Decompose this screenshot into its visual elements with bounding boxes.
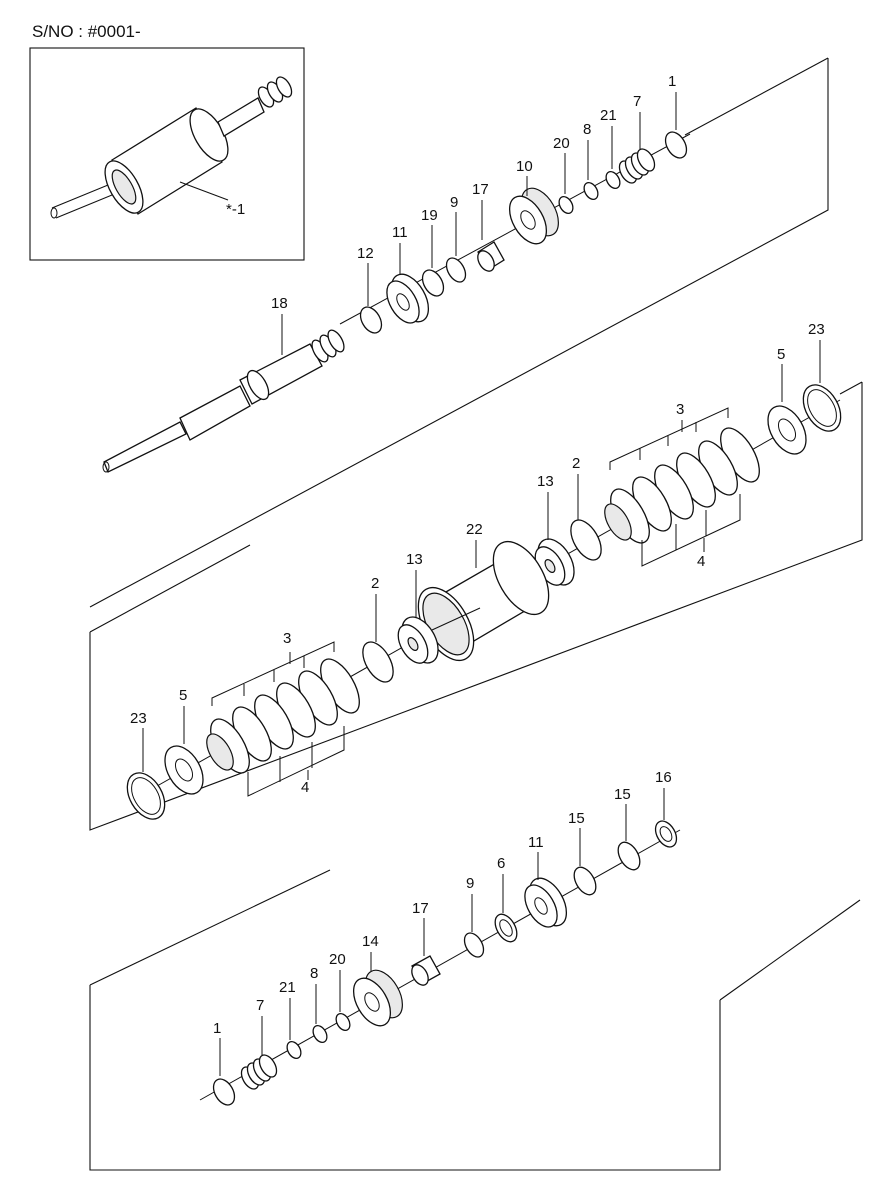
part-22-drum <box>417 541 550 661</box>
inset-label: *-1 <box>226 201 245 218</box>
callout-l20: 20 <box>329 951 346 968</box>
callout-m22: 22 <box>466 521 483 538</box>
part-17-sleeve-lower <box>411 955 441 986</box>
part-15-shim-left <box>573 866 597 896</box>
part-6-collar <box>494 913 518 943</box>
part-8-ring <box>583 181 599 201</box>
callout-l7: 7 <box>256 997 264 1014</box>
part-12-ring <box>359 306 383 334</box>
callout-m5b: 5 <box>777 346 785 363</box>
part-1-ring <box>664 131 688 159</box>
part-2-ring-right <box>570 519 602 561</box>
callout-u20: 20 <box>553 135 570 152</box>
callout-m4b: 4 <box>697 553 705 570</box>
callout-l14: 14 <box>362 933 379 950</box>
callout-l9: 9 <box>466 875 474 892</box>
part-17-sleeve <box>477 241 505 272</box>
part-18-shaft <box>102 329 345 473</box>
callout-m4a: 4 <box>301 779 309 796</box>
callout-m5a: 5 <box>179 687 187 704</box>
serial-number: S/NO : #0001- <box>32 22 141 41</box>
lower-group: 16 15 15 11 6 9 <box>89 769 861 1171</box>
part-11-bearing <box>386 273 430 324</box>
part-13-bearing-left <box>397 616 439 664</box>
callout-l11: 11 <box>528 834 544 851</box>
callout-u11: 11 <box>392 224 408 241</box>
part-10-gear <box>508 187 559 245</box>
part-14-gear <box>352 969 403 1027</box>
callout-m13a: 13 <box>406 551 423 568</box>
callout-u21: 21 <box>600 107 617 124</box>
callout-l8: 8 <box>310 965 318 982</box>
callout-u7: 7 <box>633 93 641 110</box>
callout-u1: 1 <box>668 73 676 90</box>
upper-group: 1 7 21 8 20 10 <box>89 57 829 608</box>
callout-l1: 1 <box>213 1020 221 1037</box>
part-20-ring-lower <box>335 1012 351 1032</box>
part-2-ring-left <box>362 641 394 683</box>
callout-u18: 18 <box>271 295 288 312</box>
part-21-ring <box>605 170 621 190</box>
callout-m23b: 23 <box>808 321 825 338</box>
middle-group: 23 5 3 4 2 <box>89 321 863 831</box>
inset-frame <box>29 47 305 261</box>
callout-l15a: 15 <box>568 810 585 827</box>
upper-frame-line <box>89 58 829 608</box>
inset-assembly: *-1 <box>29 47 305 261</box>
part-16-bushing <box>654 820 678 848</box>
plate-pack-right <box>604 427 760 544</box>
part-5-hub-right <box>767 405 807 455</box>
callout-u10: 10 <box>516 158 533 175</box>
part-7-spring <box>618 148 656 184</box>
part-23-snap-ring-left <box>126 772 166 820</box>
callout-l15b: 15 <box>614 786 631 803</box>
callout-u9: 9 <box>450 194 458 211</box>
callout-m2b: 2 <box>572 455 580 472</box>
plate-pack-left <box>206 658 360 774</box>
part-11-bearing-lower <box>524 877 568 928</box>
callout-u19: 19 <box>421 207 438 224</box>
middle-frame-line <box>89 382 863 831</box>
part-15-shim-right <box>617 841 641 871</box>
callout-u17: 17 <box>472 181 489 198</box>
callout-u8: 8 <box>583 121 591 138</box>
part-8-ring-lower <box>312 1024 328 1044</box>
part-9-ring-lower <box>463 932 485 958</box>
lower-frame-line <box>89 985 721 1171</box>
part-21-ring-lower <box>286 1040 302 1060</box>
callout-l17: 17 <box>412 900 429 917</box>
callout-m3a: 3 <box>283 630 291 647</box>
part-19-ring <box>421 269 445 297</box>
part-23-snap-ring-right <box>802 384 842 432</box>
callout-m3b: 3 <box>676 401 684 418</box>
part-1-ring-lower <box>212 1078 236 1106</box>
part-7-spring-lower <box>240 1054 278 1090</box>
part-20-ring <box>558 195 574 215</box>
callout-l6: 6 <box>497 855 505 872</box>
callout-l21: 21 <box>279 979 296 996</box>
callout-m2a: 2 <box>371 575 379 592</box>
part-5-hub-left <box>164 745 204 795</box>
callout-m23a: 23 <box>130 710 147 727</box>
callout-m13b: 13 <box>537 473 554 490</box>
part-9-ring <box>445 257 467 283</box>
callout-l16: 16 <box>655 769 672 786</box>
callout-u12: 12 <box>357 245 374 262</box>
